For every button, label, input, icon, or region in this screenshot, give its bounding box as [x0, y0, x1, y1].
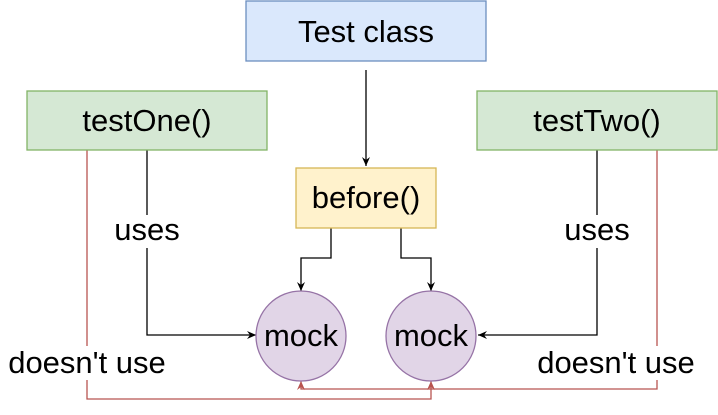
mock-right-label: mock	[394, 318, 469, 353]
mock-left-label: mock	[264, 318, 339, 353]
test-one-label: testOne()	[82, 103, 211, 138]
mock-right-circle	[385, 290, 477, 382]
test-class-box	[245, 0, 487, 62]
before-box	[295, 167, 437, 229]
edge-testone-uses-mock	[146, 150, 256, 335]
before-node: before()	[295, 167, 437, 229]
doesnt-use-label-left: doesn't use	[8, 345, 166, 380]
test-one-node: testOne()	[26, 90, 268, 151]
test-class-label: Test class	[298, 14, 434, 49]
uses-label-left: uses	[114, 212, 179, 247]
edge-testtwo-doesnt-use-mock	[301, 150, 658, 389]
test-two-node: testTwo()	[476, 90, 718, 151]
test-class-node: Test class	[245, 0, 487, 62]
mock-left-node: mock	[255, 290, 347, 382]
edge-testone-doesnt-use-mock	[86, 150, 431, 400]
before-label: before()	[312, 180, 421, 215]
edge-testtwo-uses-mock	[478, 150, 598, 335]
test-two-label: testTwo()	[533, 103, 660, 138]
edge-before-to-mock-left	[297, 228, 332, 291]
doesnt-use-label-right: doesn't use	[537, 345, 695, 380]
edge-before-to-mock-right	[400, 228, 435, 291]
mock-left-circle	[255, 290, 347, 382]
test-two-box	[476, 90, 718, 151]
mock-right-node: mock	[385, 290, 477, 382]
test-one-box	[26, 90, 268, 151]
uses-label-right: uses	[564, 212, 629, 247]
